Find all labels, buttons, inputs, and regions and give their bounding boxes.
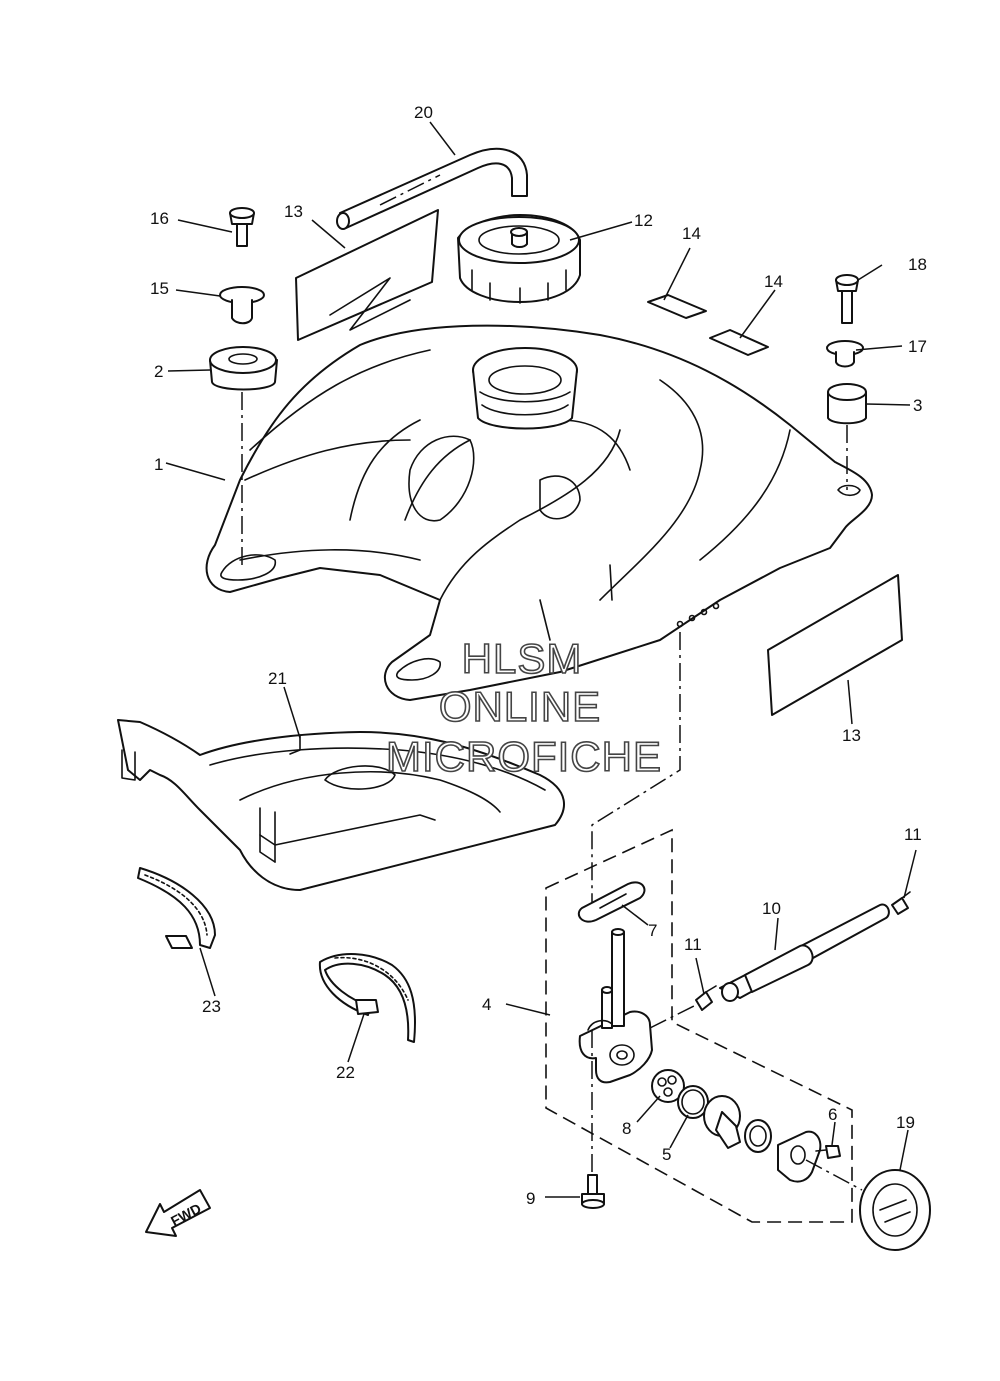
callout-13-upper: 13 bbox=[284, 202, 303, 221]
band-22 bbox=[318, 953, 416, 1043]
callout-23: 23 bbox=[202, 997, 221, 1016]
lever bbox=[703, 1095, 741, 1149]
callout-21: 21 bbox=[268, 669, 287, 688]
grommet-3 bbox=[827, 383, 867, 425]
fuel-cock bbox=[578, 928, 653, 1084]
hose-clip-11-upper bbox=[891, 891, 911, 915]
vent-hose bbox=[336, 147, 528, 230]
cover-21 bbox=[117, 719, 565, 891]
callout-5: 5 bbox=[662, 1145, 671, 1164]
watermark-line-3: MICROFICHE bbox=[386, 733, 662, 780]
seal bbox=[744, 1119, 772, 1153]
knob-19 bbox=[859, 1169, 931, 1251]
callout-11-upper: 11 bbox=[904, 825, 922, 844]
band-23 bbox=[137, 867, 216, 949]
collar-17 bbox=[826, 340, 864, 368]
callout-14-a: 14 bbox=[682, 224, 701, 243]
fuel-cap bbox=[457, 214, 581, 304]
decal-14-b bbox=[709, 329, 769, 356]
hose-10 bbox=[719, 903, 890, 1002]
callout-10: 10 bbox=[762, 899, 781, 918]
watermark-line-2: ONLINE bbox=[439, 683, 601, 730]
callout-4: 4 bbox=[482, 995, 491, 1014]
leader-lines bbox=[165, 121, 917, 1198]
bolt-16 bbox=[229, 207, 255, 247]
bolt-9 bbox=[581, 1174, 605, 1209]
callout-3: 3 bbox=[913, 396, 922, 415]
collar-15 bbox=[219, 286, 265, 325]
plate bbox=[777, 1130, 822, 1183]
callout-12: 12 bbox=[634, 211, 653, 230]
decal-13-side bbox=[767, 574, 903, 716]
callout-16: 16 bbox=[150, 209, 169, 228]
o-ring-5 bbox=[677, 1085, 709, 1119]
callout-18: 18 bbox=[908, 255, 927, 274]
watermark-line-1: HLSM bbox=[462, 635, 583, 682]
callout-15: 15 bbox=[150, 279, 169, 298]
callout-20: 20 bbox=[414, 103, 433, 122]
strainer-8 bbox=[651, 1069, 685, 1103]
callout-2: 2 bbox=[154, 362, 163, 381]
decal-14-a bbox=[647, 294, 707, 319]
callout-13-side: 13 bbox=[842, 726, 861, 745]
callout-17: 17 bbox=[908, 337, 927, 356]
watermark: HLSM ONLINE MICROFICHE bbox=[385, 634, 662, 781]
fwd-arrow-icon: FWD bbox=[145, 1189, 211, 1237]
fuel-tank bbox=[205, 324, 873, 701]
callout-1: 1 bbox=[154, 455, 163, 474]
callout-19: 19 bbox=[896, 1113, 915, 1132]
callout-labels: 20 13 12 14 14 16 15 2 1 18 17 3 13 21 7… bbox=[150, 103, 927, 1208]
callout-22: 22 bbox=[336, 1063, 355, 1082]
callout-6: 6 bbox=[828, 1105, 837, 1124]
callout-11-lower: 11 bbox=[684, 935, 702, 954]
bolt-18 bbox=[835, 274, 859, 324]
screw-6 bbox=[815, 1145, 841, 1159]
callout-9: 9 bbox=[526, 1189, 535, 1208]
callout-14-b: 14 bbox=[764, 272, 783, 291]
callout-8: 8 bbox=[622, 1119, 631, 1138]
decal-13-upper bbox=[295, 209, 439, 341]
gasket-7 bbox=[577, 881, 646, 923]
grommet-2 bbox=[209, 346, 278, 391]
callout-7: 7 bbox=[648, 921, 657, 940]
hose-clip-11-lower bbox=[695, 985, 717, 1011]
